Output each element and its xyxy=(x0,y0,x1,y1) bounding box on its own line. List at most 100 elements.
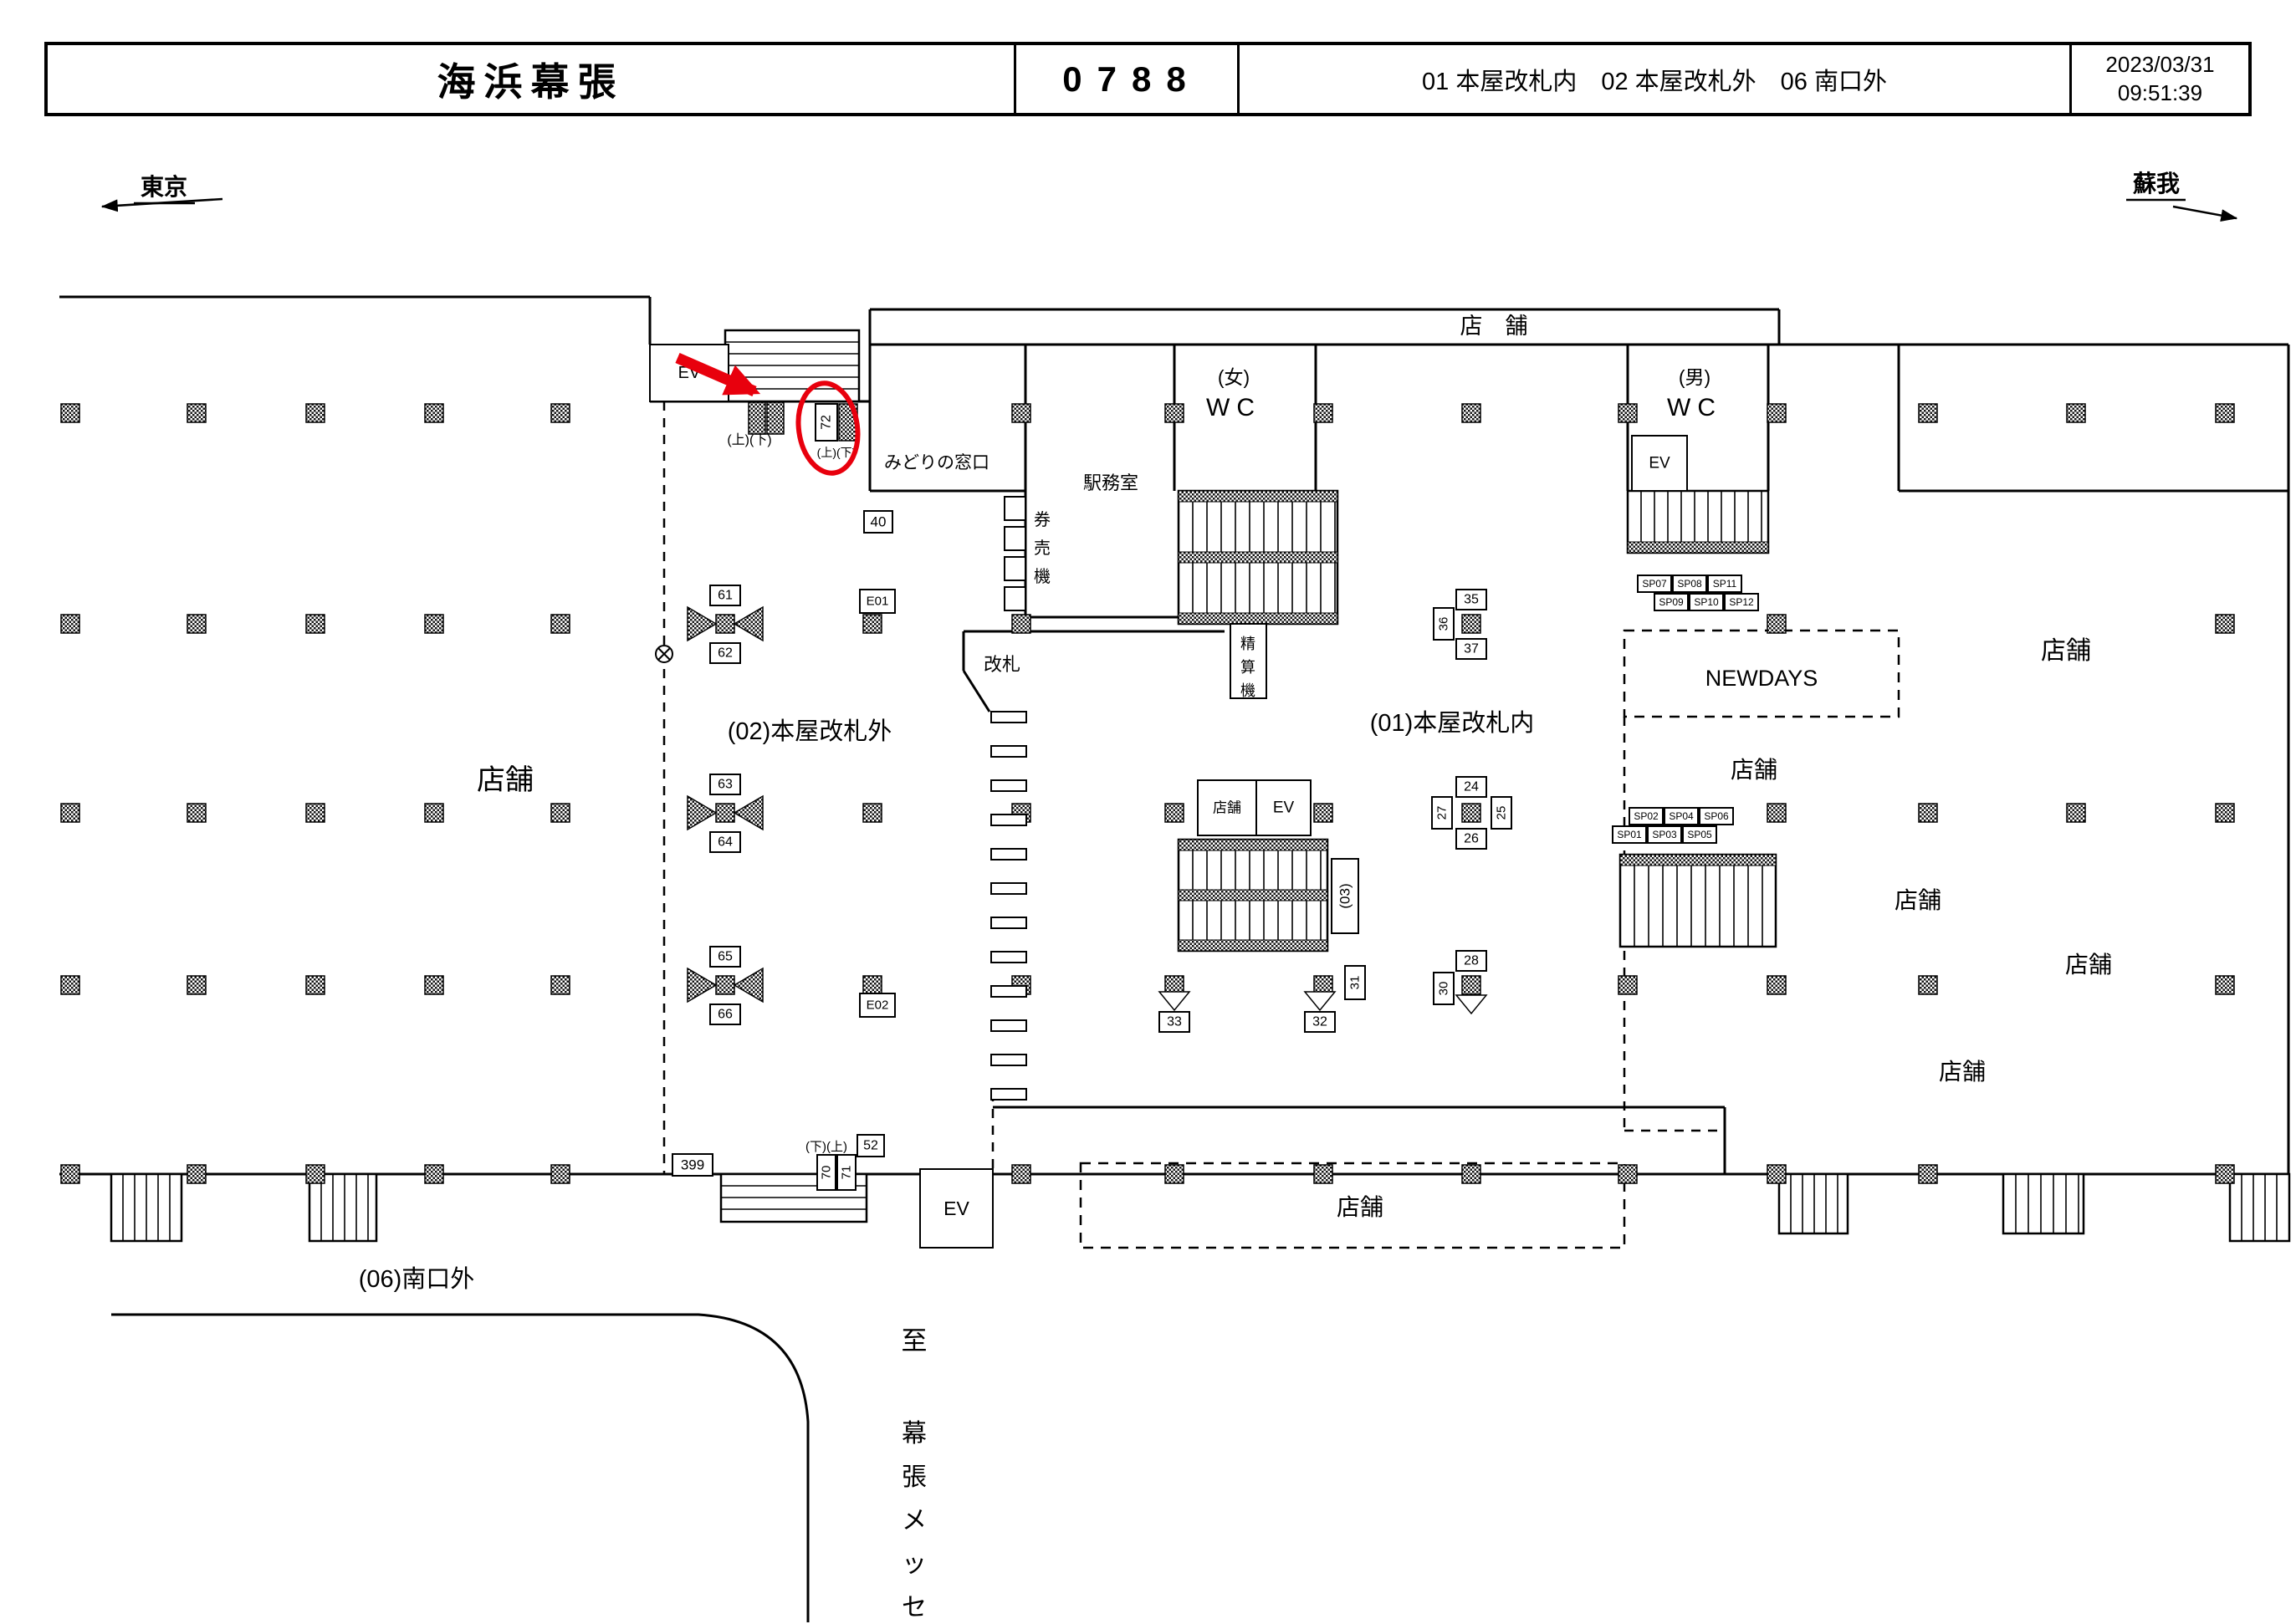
marker-box xyxy=(1664,807,1699,825)
marker-label: 33 xyxy=(1167,1015,1182,1029)
marker-label: E02 xyxy=(867,998,889,1013)
marker-box xyxy=(1455,589,1487,610)
dashed-area xyxy=(1623,629,1900,718)
marker-label: SP09 xyxy=(1659,596,1684,608)
ad-triangle xyxy=(733,794,764,831)
pillar xyxy=(187,803,207,823)
marker-box xyxy=(1433,972,1455,1005)
marker-box xyxy=(1331,858,1359,934)
marker-box xyxy=(1724,593,1759,611)
stair-landing xyxy=(1178,551,1338,564)
pillar xyxy=(2215,975,2235,995)
pillar xyxy=(1767,614,1787,634)
marker-box xyxy=(1672,575,1707,593)
marker-box xyxy=(816,1154,836,1191)
pillar xyxy=(187,975,207,995)
pillar xyxy=(424,1164,444,1184)
ticket-gate xyxy=(990,951,1027,963)
marker-box xyxy=(1431,796,1453,830)
pillar xyxy=(1461,1164,1481,1184)
ad-triangle xyxy=(733,605,764,642)
pillar xyxy=(60,1164,80,1184)
map-label: 店舗 xyxy=(477,764,534,796)
map-label: 店舗 xyxy=(1337,1194,1383,1220)
marker-label: 35 xyxy=(1464,593,1479,607)
pillar xyxy=(715,614,735,634)
pillar xyxy=(1011,403,1031,423)
marker-box xyxy=(1707,575,1742,593)
map-label: 店舗 xyxy=(1895,887,1941,913)
pillar xyxy=(424,975,444,995)
pillar xyxy=(1011,614,1031,634)
marker-box xyxy=(1455,776,1487,798)
stair-number-box xyxy=(766,401,785,435)
marker-box xyxy=(863,510,893,534)
ticket-gate xyxy=(990,1019,1027,1032)
map-label: みどりの窓口 xyxy=(884,453,989,472)
pillar xyxy=(1461,803,1481,823)
map-label: WC xyxy=(1667,394,1722,421)
stair-landing xyxy=(1178,839,1328,851)
marker-label: 64 xyxy=(718,835,733,850)
marker-box xyxy=(1612,825,1647,844)
pillar xyxy=(862,975,882,995)
stair-landing xyxy=(1178,612,1338,625)
map-vlabel: 券 xyxy=(1034,510,1051,529)
marker-box xyxy=(1647,825,1682,844)
station-name: 海浜幕張 xyxy=(437,59,625,104)
pillar xyxy=(1461,403,1481,423)
marker-label: 66 xyxy=(718,1008,733,1022)
marker-label: 25 xyxy=(1495,806,1509,820)
pillar xyxy=(2215,803,2235,823)
marker-label: 30 xyxy=(1437,982,1451,996)
marker-box xyxy=(1455,828,1487,850)
marker-label: 52 xyxy=(863,1139,878,1153)
marker-box xyxy=(1491,796,1512,830)
pillar xyxy=(550,803,570,823)
dashed-area xyxy=(1079,1162,1626,1249)
pillar xyxy=(424,614,444,634)
map-label: 店舗 xyxy=(2041,637,2091,665)
map-vlabel: 算 xyxy=(1240,659,1255,676)
pillar xyxy=(1618,975,1638,995)
header-bar: 海浜幕張 0788 01 本屋改札内 02 本屋改札外 06 南口外 2023/… xyxy=(44,42,2252,116)
marker-label: 26 xyxy=(1464,832,1479,846)
stairs xyxy=(2228,1172,2291,1243)
marker-label: 店舗 xyxy=(1213,800,1241,816)
pillar xyxy=(1767,1164,1787,1184)
pillar xyxy=(715,975,735,995)
marker-label: SP04 xyxy=(1669,810,1694,822)
map-label: WC xyxy=(1206,394,1261,421)
pillar xyxy=(1767,975,1787,995)
direction-arrow xyxy=(100,197,223,212)
pillar xyxy=(1767,403,1787,423)
elevator-box xyxy=(1631,435,1688,492)
marker-label: SP02 xyxy=(1634,810,1659,822)
stair-landing xyxy=(1627,541,1769,554)
ticket-gate xyxy=(990,882,1027,895)
map-label: (06)南口外 xyxy=(359,1265,475,1293)
marker-box xyxy=(709,1004,741,1025)
marker-box xyxy=(709,642,741,664)
pillar xyxy=(1461,614,1481,634)
marker-label: SP12 xyxy=(1729,596,1754,608)
elevator-box xyxy=(1255,779,1312,836)
pillar xyxy=(60,403,80,423)
pillar xyxy=(2215,614,2235,634)
marker-box xyxy=(1158,1011,1190,1033)
marker-label: SP11 xyxy=(1713,578,1737,590)
ticket-gate xyxy=(990,1088,1027,1101)
stair-landing xyxy=(1178,939,1328,952)
pillar xyxy=(305,614,325,634)
marker-box xyxy=(815,403,838,442)
date-label: 2023/03/31 xyxy=(2105,51,2215,77)
pillar xyxy=(305,1164,325,1184)
marker-label: 70 xyxy=(820,1166,834,1180)
marker-box xyxy=(859,589,896,614)
ticket-gate xyxy=(990,917,1027,929)
pillar xyxy=(2215,403,2235,423)
map-label: (01)本屋改札内 xyxy=(1370,709,1535,737)
marker-label: 36 xyxy=(1437,617,1451,631)
pillar xyxy=(1918,803,1938,823)
